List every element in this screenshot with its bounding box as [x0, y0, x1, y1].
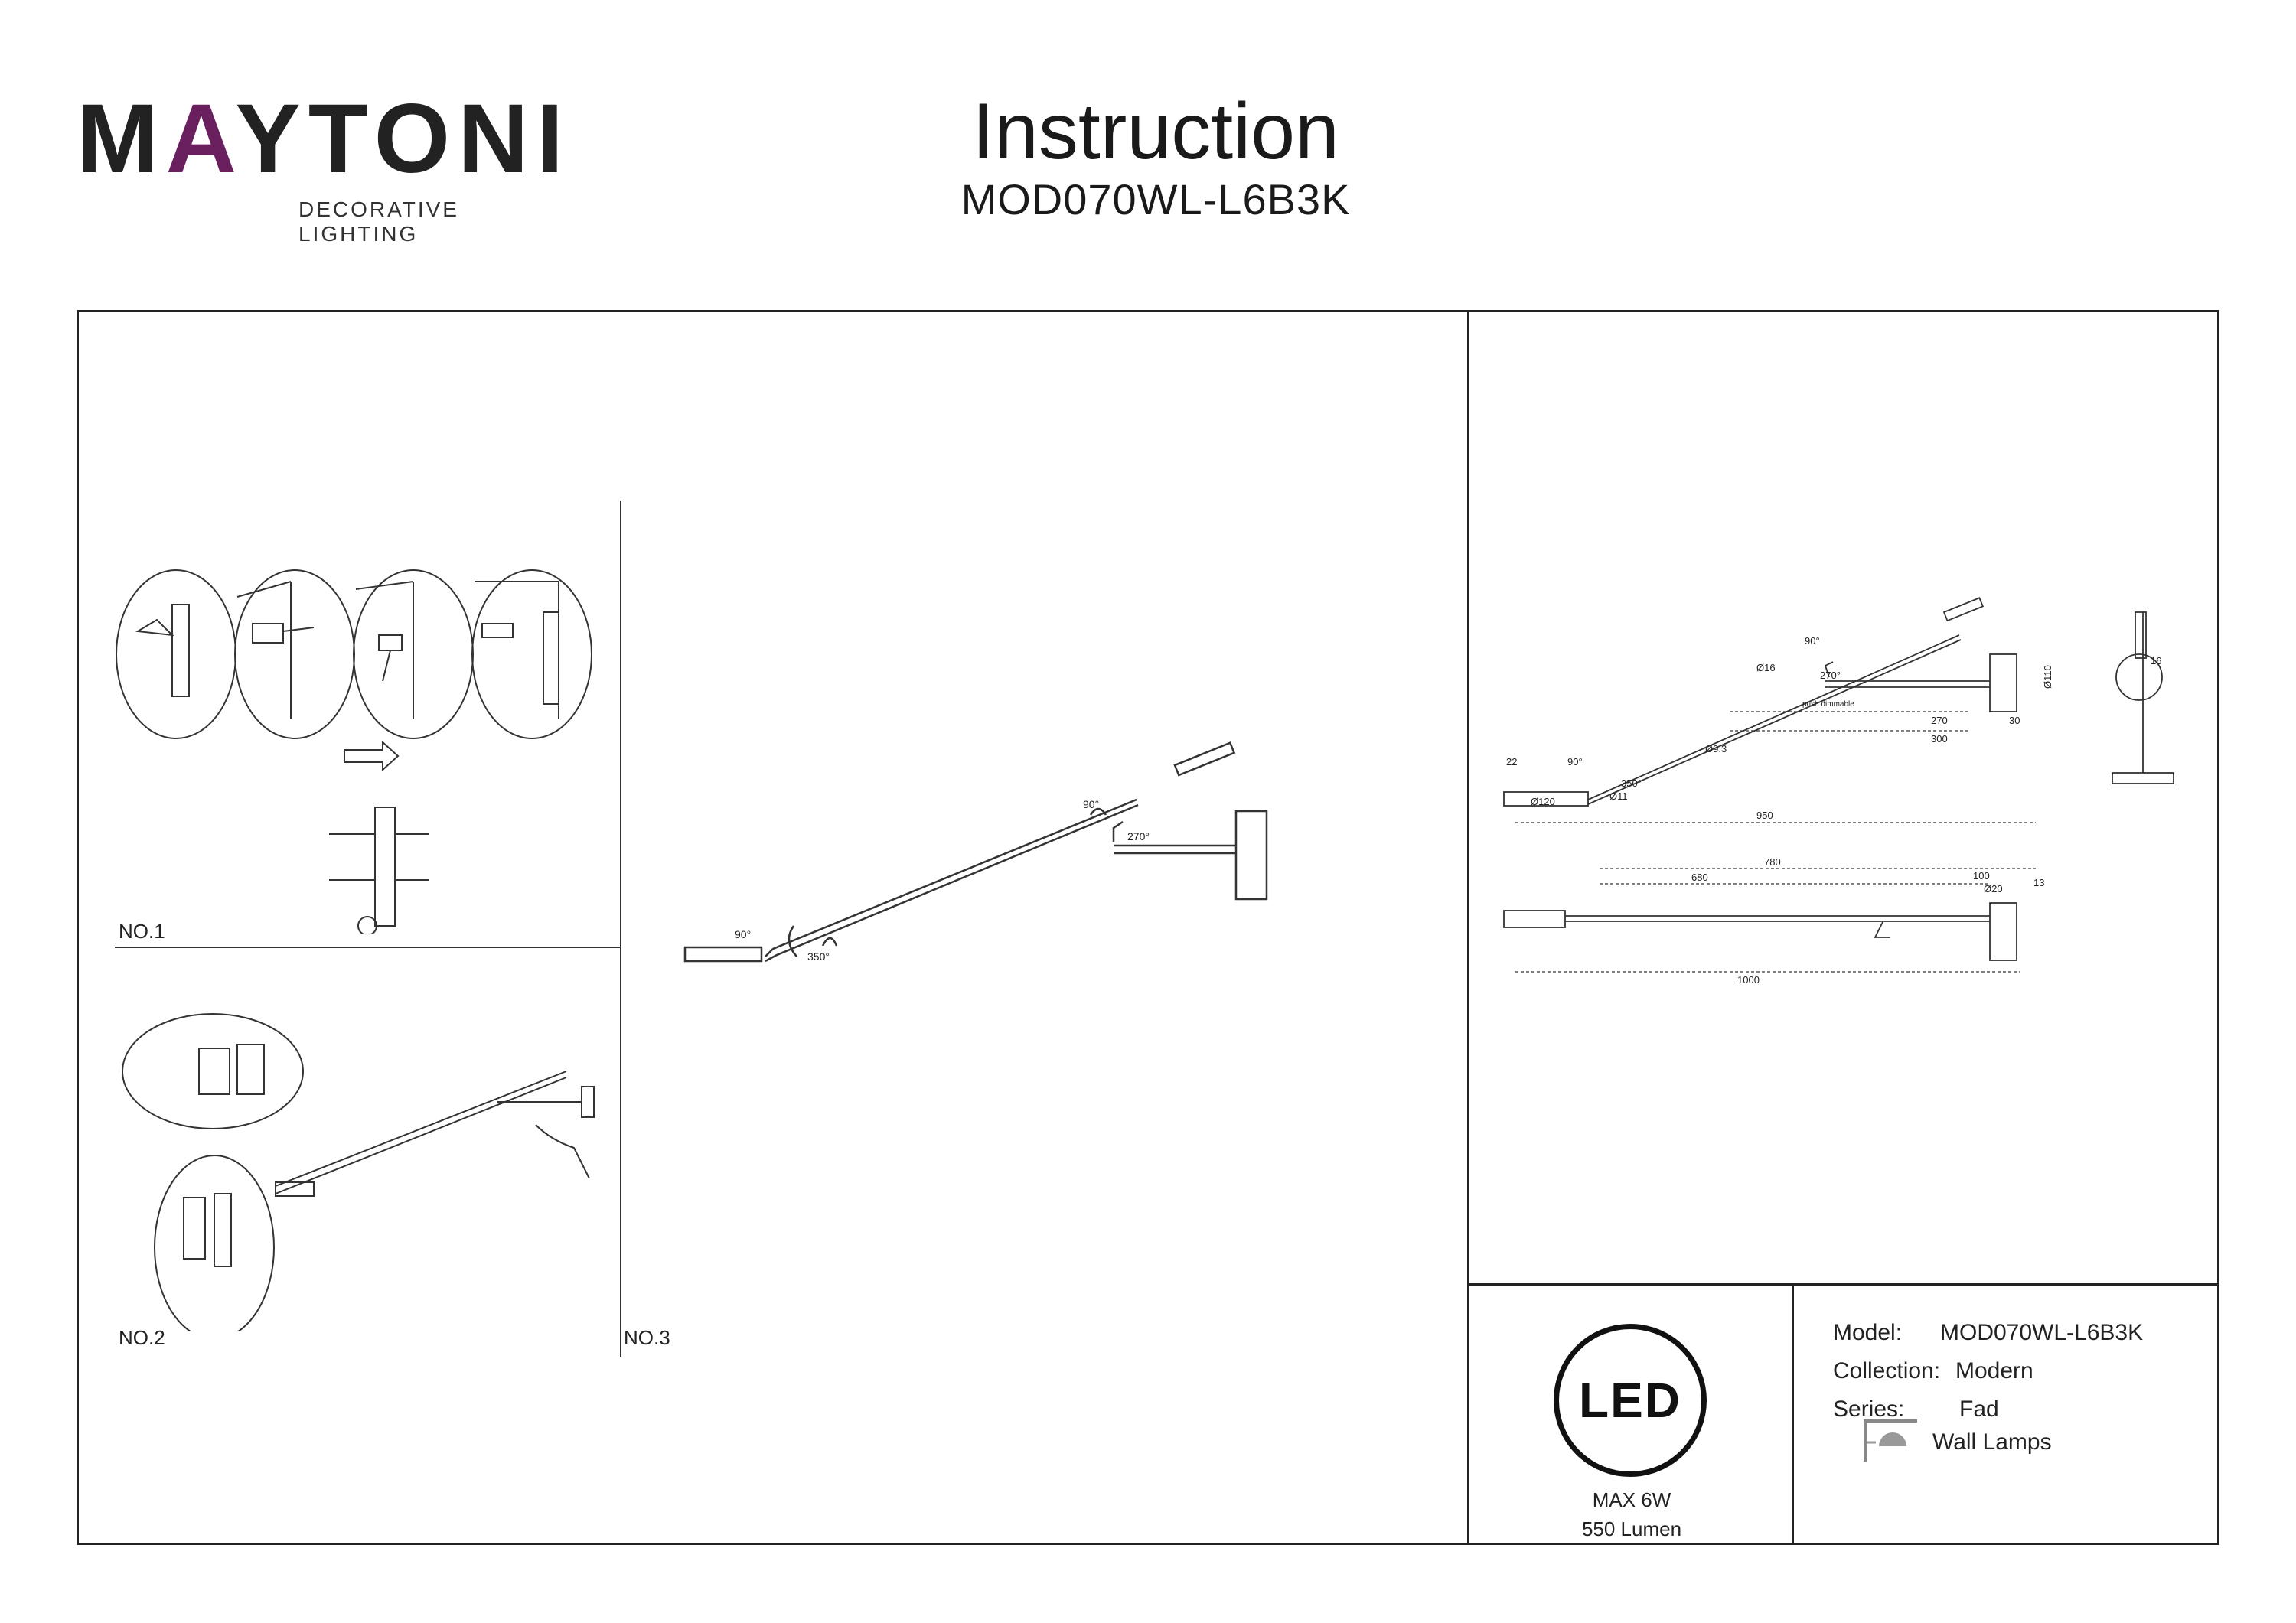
dim-angle-tip: 90°	[1567, 756, 1583, 768]
dim-780: 780	[1764, 856, 1781, 868]
dim-dia16: Ø16	[1756, 662, 1776, 673]
wall-plate	[1234, 810, 1268, 901]
dim-100: 100	[1973, 870, 1990, 882]
dim-push-dimmable: push dimmable	[1802, 700, 1854, 709]
series-value: Fad	[1959, 1396, 1999, 1422]
dim-dia9-3: Ø9.3	[1705, 743, 1727, 754]
step3-adjustment-diagram: 90° 270° 90° 350°	[683, 741, 1268, 963]
led-lumen: 550 Lumen	[1581, 1517, 1682, 1540]
dim-dia110: Ø110	[2042, 665, 2053, 689]
step1-detail-circle-2	[234, 569, 355, 739]
label-rotation: 350°	[807, 950, 830, 963]
step2-wiring-illustration	[122, 1013, 595, 1331]
step2-detail-circle-top	[122, 1013, 304, 1129]
brand-logo: MAYTONI DECORATIVE LIGHTING	[77, 90, 563, 246]
dim-950: 950	[1756, 810, 1773, 821]
lamp-tip	[683, 946, 763, 963]
brand-wordmark: MAYTONI	[77, 84, 572, 194]
label-angle-head: 90°	[1083, 798, 1099, 810]
step-divider-horizontal	[115, 947, 620, 948]
led-power: MAX 6W	[1592, 1488, 1671, 1511]
frame-divider-vertical	[1467, 310, 1469, 1545]
dim-270: 270	[1931, 715, 1948, 726]
step1-mounting-illustration	[116, 569, 592, 934]
dim-angle-head: 90°	[1805, 635, 1820, 647]
frame-divider-led	[1792, 1283, 1794, 1545]
dim-22: 22	[1506, 756, 1517, 768]
lamp-head	[1173, 741, 1236, 777]
collection-value: Modern	[1955, 1358, 2033, 1383]
label-angle-tip: 90°	[735, 928, 751, 940]
step-label-no2: NO.2	[119, 1326, 165, 1349]
type-value: Wall Lamps	[1932, 1429, 2052, 1455]
step-label-no1: NO.1	[119, 920, 165, 943]
brand-tagline: DECORATIVE LIGHTING	[298, 197, 459, 246]
step-divider-vertical	[620, 501, 621, 1357]
instruction-frame	[77, 310, 2219, 1545]
step1-detail-circle-1	[116, 569, 236, 739]
dim-13: 13	[2033, 877, 2044, 888]
lamp-arm	[765, 798, 1137, 957]
dim-300: 300	[1931, 733, 1948, 745]
led-badge: LED	[1554, 1324, 1707, 1477]
step1-detail-circle-4	[471, 569, 592, 739]
label-angle-base: 270°	[1127, 830, 1150, 842]
step-label-no3: NO.3	[624, 1326, 670, 1349]
frame-divider-info	[1467, 1283, 2219, 1286]
collection-label: Collection:	[1833, 1358, 1941, 1383]
series-label: Series:	[1833, 1396, 1905, 1422]
dimension-drawing: 90° Ø16 270° push dimmable Ø110 270 30 3…	[1503, 597, 2174, 986]
model-label: Model:	[1833, 1320, 1903, 1345]
dim-16: 16	[2151, 655, 2161, 666]
model-value: MOD070WL-L6B3K	[1940, 1320, 2144, 1345]
dim-1000: 1000	[1737, 974, 1760, 986]
led-badge-text: LED	[1579, 1373, 1681, 1428]
step2-detail-circle-bottom	[154, 1155, 275, 1331]
dim-dia120: Ø120	[1531, 796, 1555, 807]
page-title: Instruction	[972, 87, 1339, 176]
dim-dia20: Ø20	[1984, 883, 2003, 895]
wall-lamp-icon	[1864, 1419, 1917, 1462]
dim-30: 30	[2009, 715, 2020, 726]
dim-angle-base: 270°	[1820, 670, 1841, 681]
dim-680: 680	[1691, 872, 1708, 883]
dim-rotation: 350°	[1621, 777, 1642, 789]
dim-dia11: Ø11	[1609, 790, 1628, 802]
model-number: MOD070WL-L6B3K	[960, 175, 1351, 223]
